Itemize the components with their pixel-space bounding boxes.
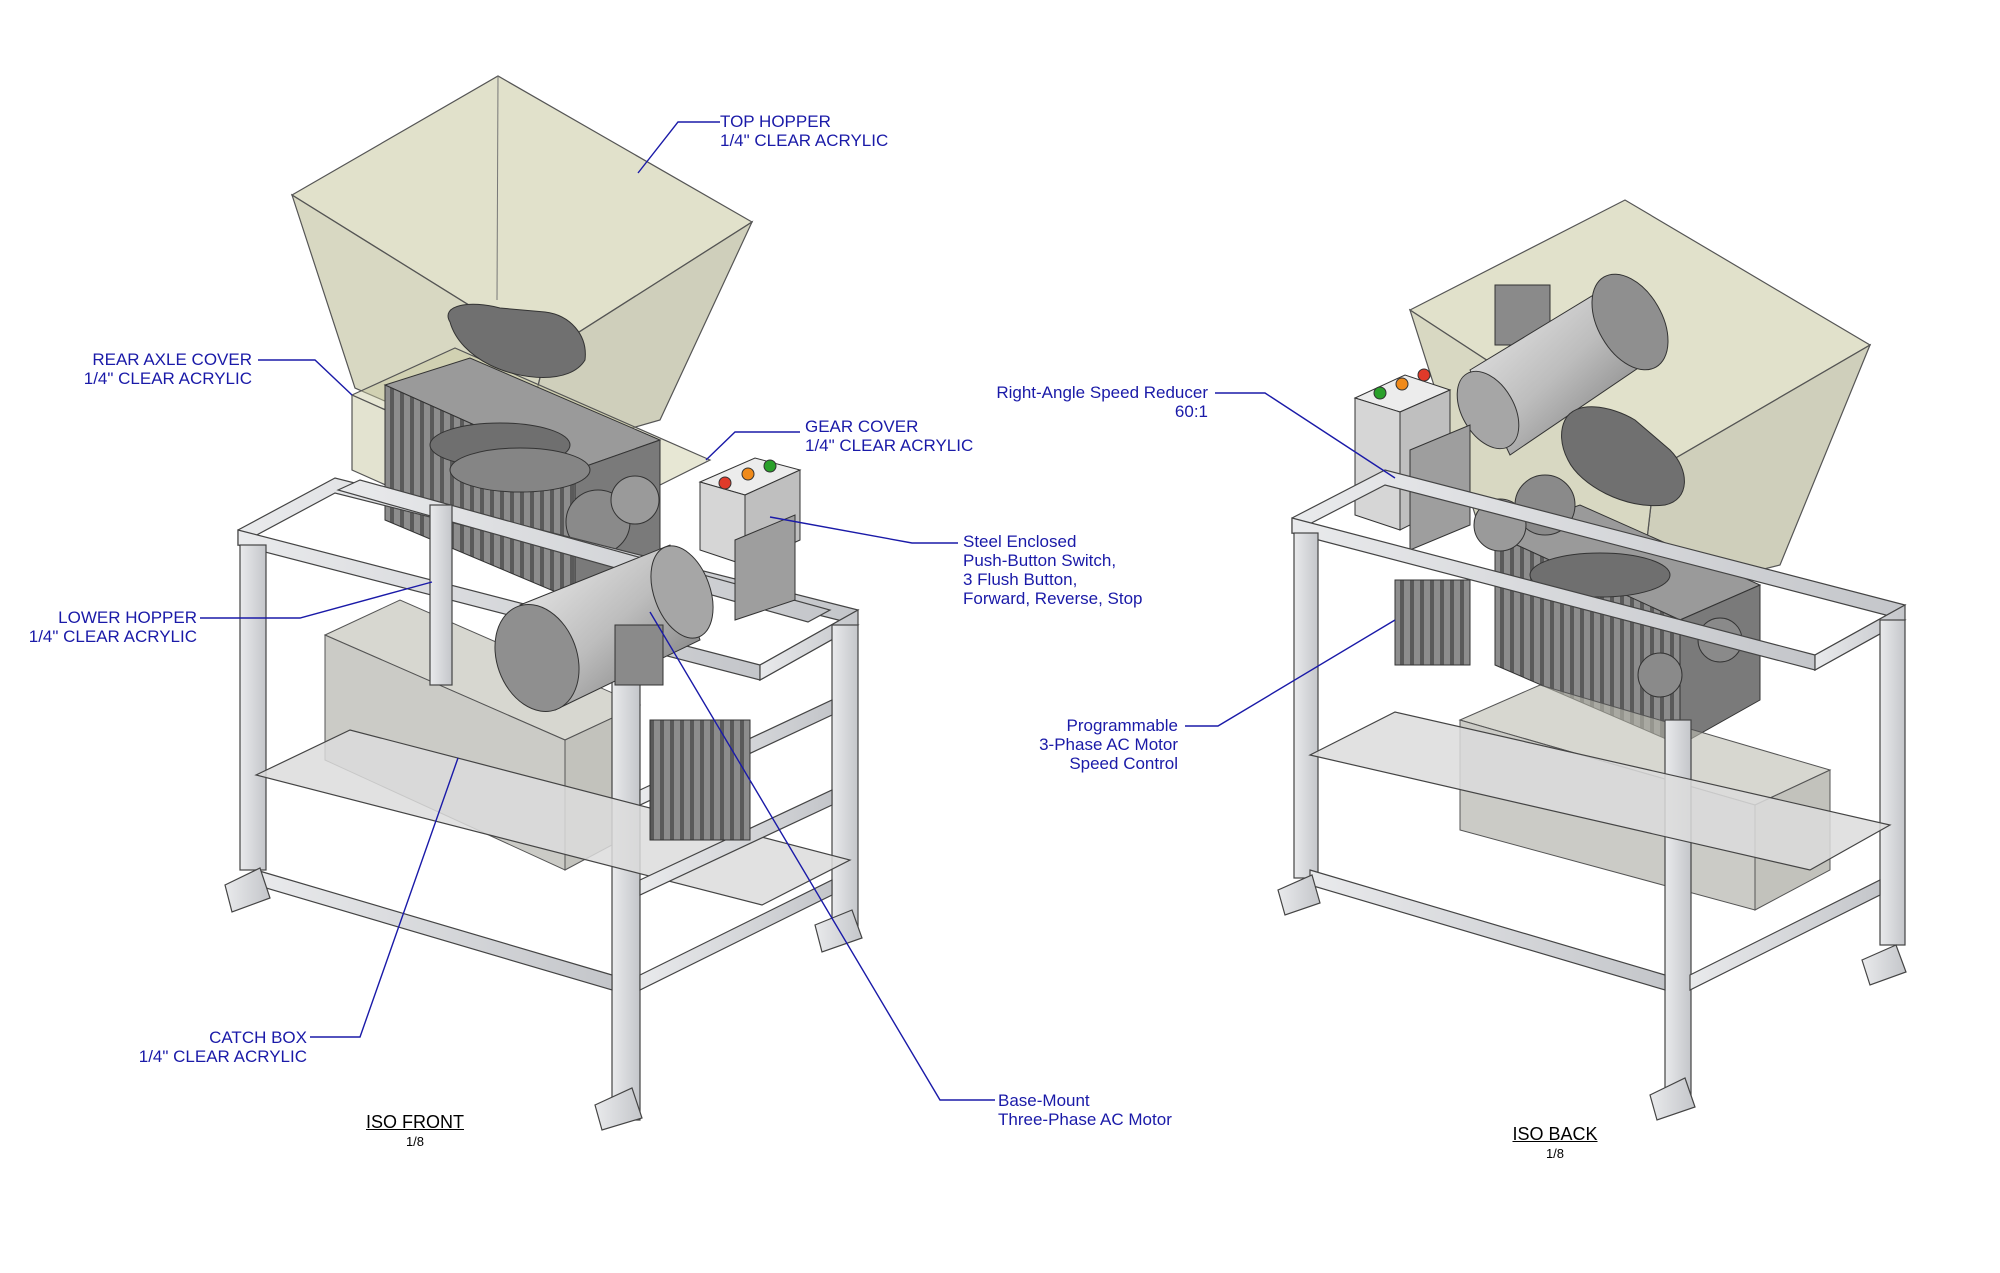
callout-push-button-switch-line1: Steel Enclosed [963,532,1077,551]
callout-push-button-switch: Steel Enclosed Push-Button Switch, 3 Flu… [963,532,1143,608]
callout-ac-motor-line2: Three-Phase AC Motor [998,1110,1172,1129]
leader-speed-control [1185,619,1396,727]
leader-ac-motor [649,611,995,1101]
leader-gear-cover [705,431,800,461]
callout-push-button-switch-line2: Push-Button Switch, [963,551,1117,570]
callout-gear-cover-line2: 1/4" CLEAR ACRYLIC [805,436,974,455]
callout-top-hopper: TOP HOPPER 1/4" CLEAR ACRYLIC [720,112,888,150]
callout-top-hopper-line2: 1/4" CLEAR ACRYLIC [720,131,889,150]
callout-speed-control-line2: 3-Phase AC Motor [1039,735,1178,754]
button-red [718,476,732,490]
speed-control-box [1394,579,1471,666]
ac-motor [494,544,714,712]
callout-gear-cover: GEAR COVER 1/4" CLEAR ACRYLIC [805,417,973,455]
speed-reducer [734,514,796,621]
steel-frame-back [1277,469,1907,1121]
steel-frame [224,477,863,1131]
callout-rear-axle-cover-line2: 1/4" CLEAR ACRYLIC [83,369,252,388]
callout-push-button-switch-line3: 3 Flush Button, [963,570,1078,589]
callout-speed-reducer: Right-Angle Speed Reducer 60:1 [996,383,1208,421]
callout-lower-hopper-line1: LOWER HOPPER [58,608,197,627]
callout-ac-motor: Base-Mount Three-Phase AC Motor [998,1091,1172,1129]
callout-rear-axle-cover-line1: REAR AXLE COVER [92,350,252,369]
leader-push-button-switch [769,516,958,544]
callout-catch-box-line2: 1/4" CLEAR ACRYLIC [138,1047,307,1066]
top-hopper [290,75,754,461]
ac-motor-back [1456,273,1669,456]
callout-ac-motor-line1: Base-Mount [998,1091,1090,1110]
iso-front-assembly [224,75,863,1131]
view-title-front: ISO FRONT [366,1112,464,1132]
callout-lower-hopper: LOWER HOPPER 1/4" CLEAR ACRYLIC [29,608,197,646]
callout-speed-control-line3: Speed Control [1069,754,1178,773]
callout-push-button-switch-line4: Forward, Reverse, Stop [963,589,1143,608]
callout-lower-hopper-line2: 1/4" CLEAR ACRYLIC [28,627,197,646]
callout-speed-reducer-line1: Right-Angle Speed Reducer [996,383,1208,402]
button-orange-back [1395,377,1409,391]
button-green [763,459,777,473]
button-orange [741,467,755,481]
callout-rear-axle-cover: REAR AXLE COVER 1/4" CLEAR ACRYLIC [84,350,252,388]
shoe-back [1561,406,1685,507]
view-label-front: ISO FRONT 1/8 [355,1112,475,1149]
leader-speed-reducer [1215,392,1396,479]
view-title-back: ISO BACK [1512,1124,1598,1144]
callout-catch-box: CATCH BOX 1/4" CLEAR ACRYLIC [139,1028,307,1066]
callout-catch-box-line1: CATCH BOX [209,1028,307,1047]
view-label-back: ISO BACK 1/8 [1495,1124,1615,1161]
callout-speed-reducer-line2: 60:1 [1174,402,1208,421]
view-scale-front: 1/8 [405,1134,425,1149]
leader-top-hopper [637,121,720,174]
button-red-back [1417,368,1431,382]
callout-gear-cover-line1: GEAR COVER [805,417,919,436]
callout-speed-control: Programmable 3-Phase AC Motor Speed Cont… [1039,716,1178,773]
leader-catch-box [310,757,459,1038]
drive-electronics [649,719,751,841]
leader-rear-axle-cover [258,359,353,396]
shoe [447,303,586,378]
leader-lines [200,121,1396,1101]
leader-lower-hopper [200,581,433,619]
button-green-back [1373,386,1387,400]
iso-back-assembly [1277,199,1907,1121]
callout-speed-control-line1: Programmable [1066,716,1179,735]
view-scale-back: 1/8 [1545,1146,1565,1161]
callout-top-hopper-line1: TOP HOPPER [720,112,831,131]
